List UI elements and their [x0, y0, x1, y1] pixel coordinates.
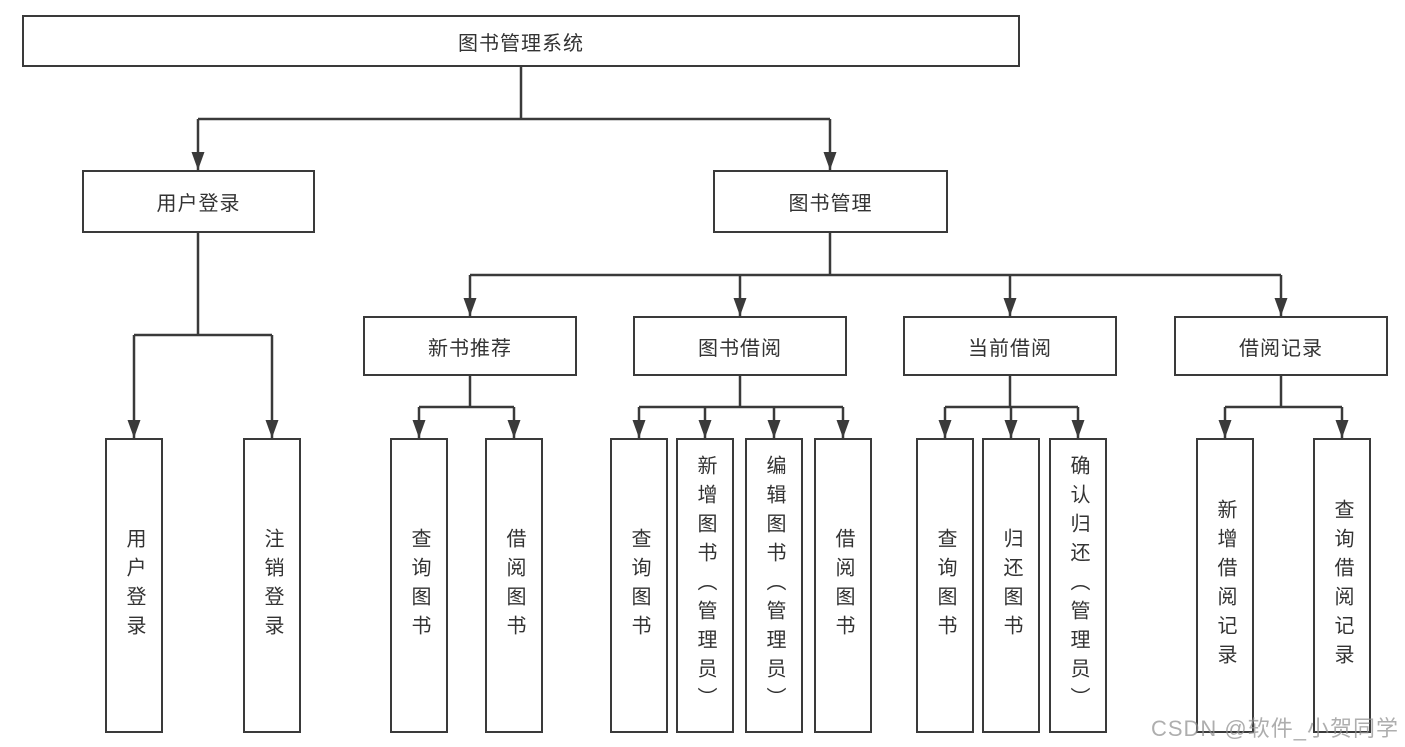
leaf-add-books-admin: 新增图书（管理员）	[676, 438, 734, 733]
connector-borrow-records-branch	[1218, 376, 1349, 438]
node-new-book-recommend: 新书推荐	[363, 316, 577, 376]
connector-current-borrow-branch	[938, 376, 1085, 438]
node-label: 新增借阅记录	[1214, 498, 1236, 673]
leaf-return-books: 归还图书	[982, 438, 1040, 733]
csdn-watermark: CSDN @软件_小贺同学	[1150, 716, 1399, 741]
leaf-recommend-borrow-books: 借阅图书	[485, 438, 543, 733]
node-label: 查询图书	[408, 527, 430, 644]
connector-root-to-level2	[191, 67, 837, 170]
node-label: 查询图书	[934, 527, 956, 644]
node-label: 查询图书	[628, 527, 650, 644]
node-label: 新增图书（管理员）	[694, 455, 716, 716]
node-label: 图书管理系统	[458, 32, 584, 55]
leaf-query-borrow-record: 查询借阅记录	[1313, 438, 1371, 733]
leaf-confirm-return-admin: 确认归还（管理员）	[1049, 438, 1107, 733]
leaf-edit-books-admin: 编辑图书（管理员）	[745, 438, 803, 733]
node-label: 编辑图书（管理员）	[763, 455, 785, 716]
node-user-login-branch: 用户登录	[82, 170, 315, 233]
node-label: 图书管理	[788, 193, 873, 215]
node-book-mgmt-branch: 图书管理	[713, 170, 948, 233]
node-label: 注销登录	[261, 527, 283, 644]
leaf-borrow-query-books: 查询图书	[610, 438, 668, 733]
node-library-system-root: 图书管理系统	[22, 15, 1020, 67]
leaf-logout: 注销登录	[243, 438, 301, 733]
node-label: 归还图书	[1000, 527, 1022, 644]
connector-book-borrow-branch	[632, 376, 850, 438]
node-book-borrow: 图书借阅	[633, 316, 847, 376]
connector-book-mgmt-to-level3	[463, 233, 1288, 316]
leaf-borrow-books: 借阅图书	[814, 438, 872, 733]
node-label: 查询借阅记录	[1331, 498, 1353, 673]
node-current-borrow: 当前借阅	[903, 316, 1117, 376]
leaf-add-borrow-record: 新增借阅记录	[1196, 438, 1254, 733]
connector-user-login-branch	[127, 233, 279, 438]
leaf-user-login: 用户登录	[105, 438, 163, 733]
node-label: 借阅图书	[503, 527, 525, 644]
node-label: 新书推荐	[428, 337, 512, 360]
node-label: 用户登录	[156, 193, 241, 215]
node-label: 确认归还（管理员）	[1067, 455, 1089, 716]
node-label: 用户登录	[123, 527, 145, 644]
node-label: 图书借阅	[698, 337, 782, 360]
connector-new-book-branch	[412, 376, 521, 438]
leaf-recommend-query-books: 查询图书	[390, 438, 448, 733]
node-label: 当前借阅	[968, 337, 1052, 360]
node-label: 借阅记录	[1239, 337, 1323, 360]
node-label: 借阅图书	[832, 527, 854, 644]
node-borrow-records: 借阅记录	[1174, 316, 1388, 376]
leaf-current-query-books: 查询图书	[916, 438, 974, 733]
